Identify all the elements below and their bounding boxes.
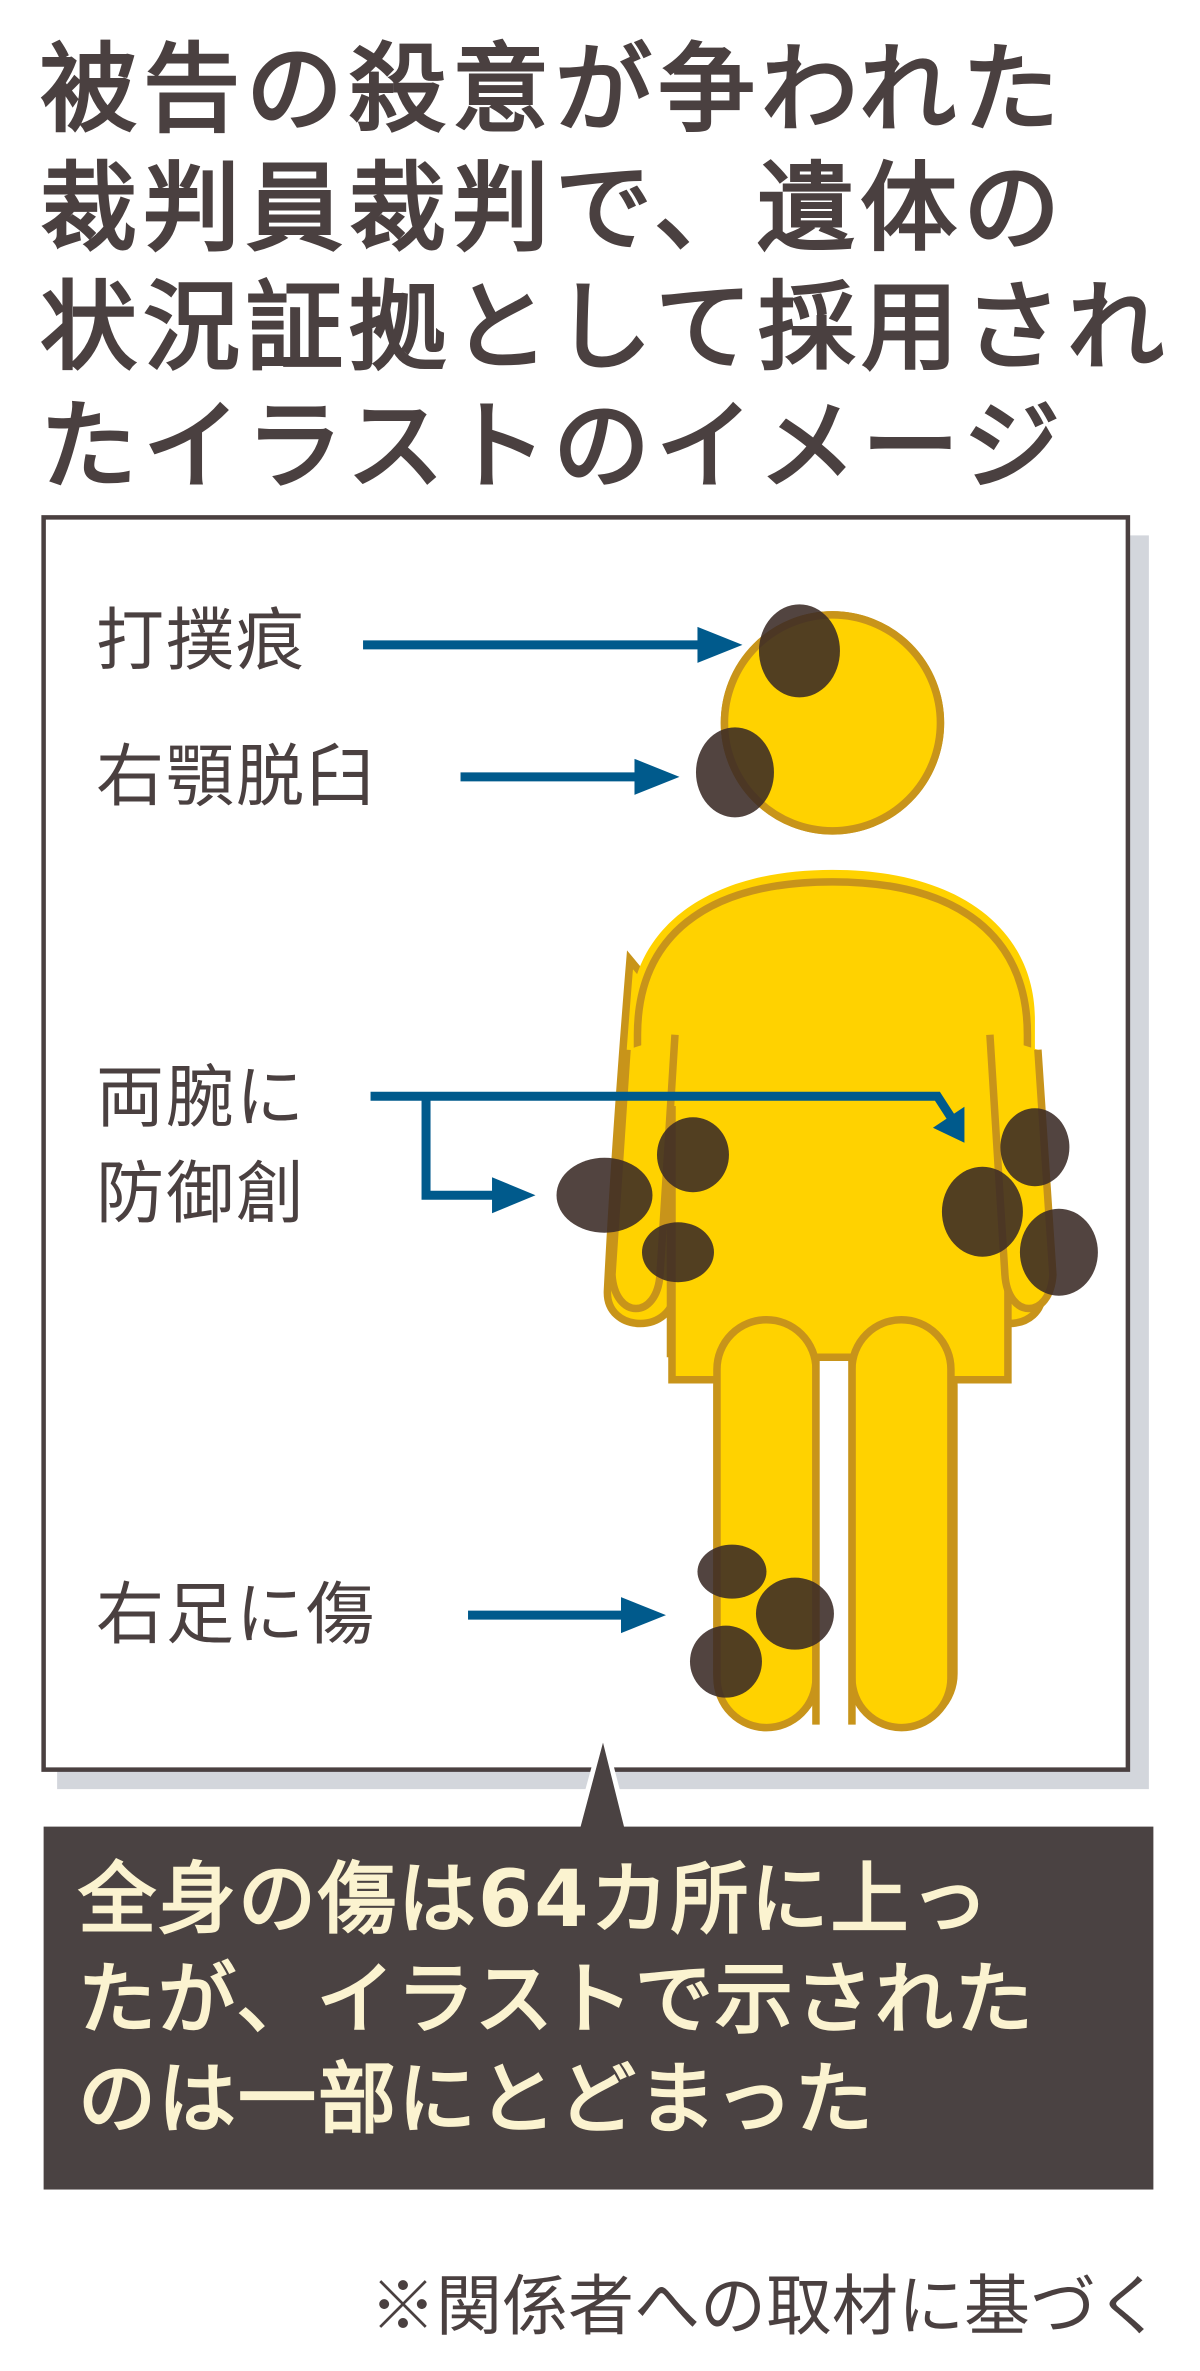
crotch-line bbox=[812, 1353, 856, 1725]
arrow-arms-left-head bbox=[492, 1177, 536, 1214]
arrow-arms-branch bbox=[421, 1096, 499, 1200]
callout-line-3: のは一部にとどまった bbox=[78, 2055, 875, 2145]
callout-line-1: 全身の傷は64カ所に上っ bbox=[78, 1855, 991, 1945]
label-right-leg: 右足に傷 bbox=[96, 1576, 377, 1655]
injury-marks bbox=[556, 604, 1098, 1698]
headline: 被告の殺意が争われた 裁判員裁判で、遺体の 状況証拠として採用され たイラストの… bbox=[40, 30, 1170, 506]
injury-right-arm-1 bbox=[1000, 1108, 1070, 1187]
injury-left-arm-2 bbox=[556, 1157, 653, 1233]
injury-jaw bbox=[695, 727, 774, 818]
torso-core bbox=[710, 959, 954, 1365]
injury-left-arm-1 bbox=[656, 1117, 729, 1193]
injury-leg-3 bbox=[689, 1625, 762, 1698]
injury-head bbox=[758, 604, 840, 698]
headline-line-2: 裁判員裁判で、遺体の bbox=[40, 152, 1067, 265]
arrow-arms-line bbox=[370, 1091, 958, 1125]
right-leg bbox=[848, 1315, 955, 1732]
label-arms-line-1: 両腕に bbox=[96, 1059, 307, 1138]
callout-box bbox=[43, 1826, 1154, 2190]
injury-left-arm-3 bbox=[641, 1222, 714, 1283]
injury-leg-2 bbox=[755, 1577, 834, 1650]
arrow-leg-head bbox=[620, 1597, 666, 1634]
injury-leg-1 bbox=[697, 1544, 767, 1599]
label-bruise: 打撲痕 bbox=[96, 602, 307, 681]
callout-pointer-fill bbox=[579, 1742, 626, 1833]
arrow-arms-right-head bbox=[932, 1106, 965, 1143]
label-arms-line-2: 防御創 bbox=[96, 1155, 307, 1234]
headline-line-3: 状況証拠として採用され bbox=[40, 271, 1171, 384]
callout-line-2: たが、イラストで示された bbox=[78, 1955, 1035, 2045]
headline-line-1: 被告の殺意が争われた bbox=[40, 33, 1066, 146]
arrow-bruise-head bbox=[697, 626, 743, 663]
injury-right-arm-3 bbox=[1019, 1208, 1098, 1296]
injury-right-arm-2 bbox=[941, 1166, 1023, 1257]
label-jaw-dislocation: 右顎脱臼 bbox=[96, 738, 377, 817]
arrow-jaw-head bbox=[634, 758, 680, 795]
arrows bbox=[363, 626, 965, 1634]
callout-text: 全身の傷は64カ所に上っ たが、イラストで示された のは一部にとどまった bbox=[78, 1850, 1158, 2150]
source-footnote: ※関係者への取材に基づく bbox=[370, 2268, 1162, 2345]
headline-line-4: たイラストのイメージ bbox=[40, 390, 1067, 503]
